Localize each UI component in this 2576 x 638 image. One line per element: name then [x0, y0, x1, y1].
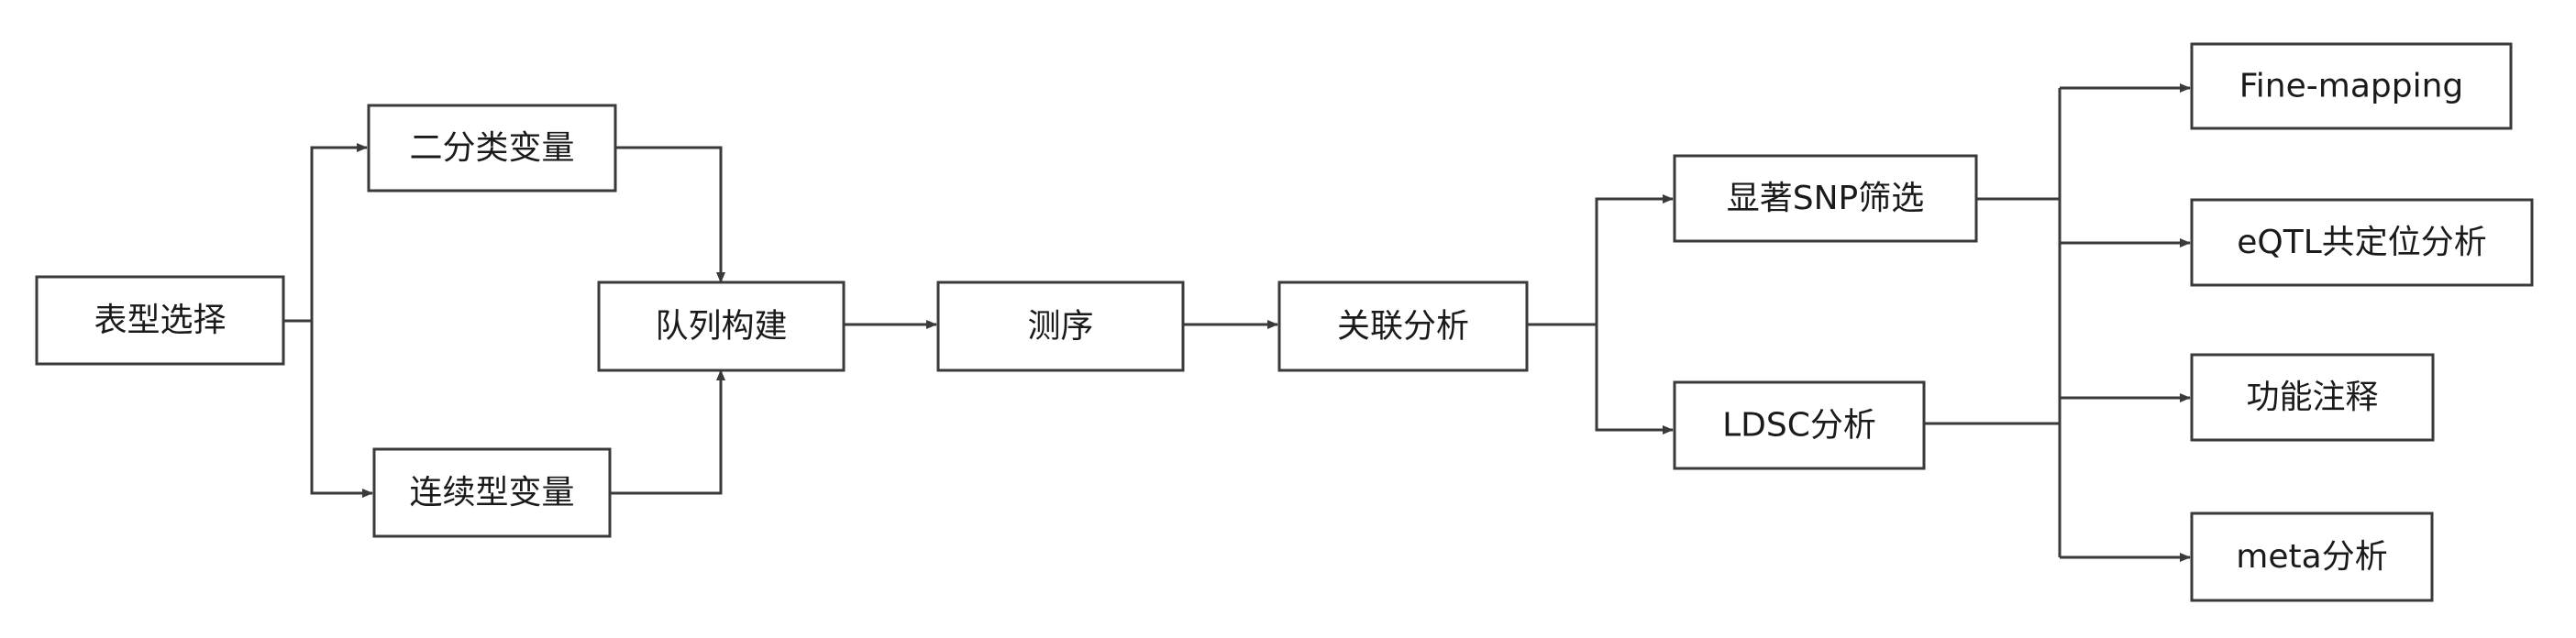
- node-binary-variable-label: 二分类变量: [409, 129, 574, 167]
- node-functional-annotation: 功能注释: [2190, 353, 2435, 442]
- edges: [283, 83, 2191, 562]
- node-ldsc-analysis: LDSC分析: [1673, 380, 1926, 470]
- node-association-analysis: 关联分析: [1277, 280, 1529, 372]
- edge-continuous-to-cohort: [610, 369, 725, 495]
- edge-phenotype-to-binary: [310, 143, 368, 321]
- edge-phenotype-to-continuous: [310, 321, 373, 498]
- node-phenotype-selection-label: 表型选择: [94, 302, 226, 339]
- node-significant-snp-filter-label: 显著SNP筛选: [1727, 180, 1925, 217]
- node-significant-snp-filter: 显著SNP筛选: [1673, 154, 1978, 243]
- node-fine-mapping: Fine-mapping: [2190, 42, 2513, 130]
- node-binary-variable: 二分类变量: [367, 104, 617, 192]
- node-eqtl-colocalization-label: eQTL共定位分析: [2237, 224, 2487, 261]
- node-ldsc-analysis-label: LDSC分析: [1722, 407, 1876, 445]
- edge-binary-to-cohort: [615, 146, 725, 283]
- node-association-analysis-label: 关联分析: [1337, 308, 1469, 346]
- node-continuous-variable: 连续型变量: [372, 447, 612, 538]
- nodes: 表型选择 二分类变量 连续型变量 队列构建 测序 关联分析 显著SNP筛选: [35, 42, 2534, 602]
- edge-association-to-ldsc: [1595, 324, 1674, 434]
- edge-association-to-snp: [1595, 194, 1674, 324]
- node-functional-annotation-label: 功能注释: [2246, 379, 2378, 416]
- node-phenotype-selection: 表型选择: [35, 275, 285, 366]
- node-meta-analysis-label: meta分析: [2236, 538, 2387, 576]
- node-meta-analysis: meta分析: [2190, 512, 2434, 602]
- node-continuous-variable-label: 连续型变量: [409, 474, 574, 512]
- node-sequencing: 测序: [936, 280, 1185, 372]
- node-cohort-construction-label: 队列构建: [655, 308, 787, 346]
- node-sequencing-label: 测序: [1027, 308, 1093, 346]
- node-fine-mapping-label: Fine-mapping: [2239, 68, 2464, 105]
- node-cohort-construction: 队列构建: [597, 280, 846, 372]
- node-eqtl-colocalization: eQTL共定位分析: [2190, 198, 2534, 287]
